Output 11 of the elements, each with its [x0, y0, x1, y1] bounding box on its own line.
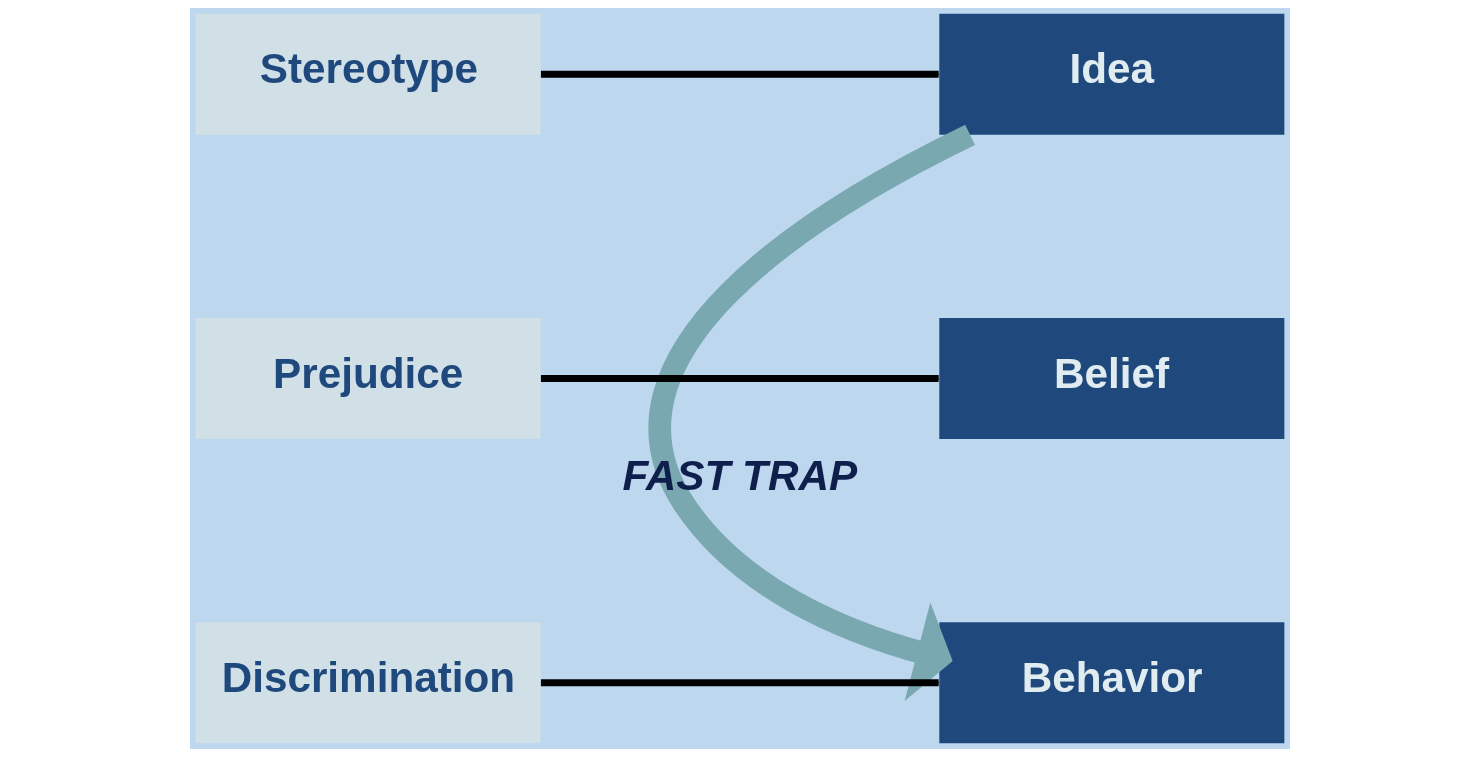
node-box: Prejudice: [195, 317, 541, 440]
node-box: Discrimination: [195, 622, 541, 744]
connector: [540, 70, 939, 78]
edge-label: FAST TRAP: [622, 452, 858, 500]
node-box: Behavior: [939, 622, 1285, 744]
connector: [540, 374, 939, 383]
node-box: Idea: [939, 13, 1285, 135]
connector: [540, 679, 939, 687]
node-box: Belief: [939, 317, 1285, 440]
arrow: [648, 124, 976, 702]
node-box: Stereotype: [195, 13, 541, 135]
